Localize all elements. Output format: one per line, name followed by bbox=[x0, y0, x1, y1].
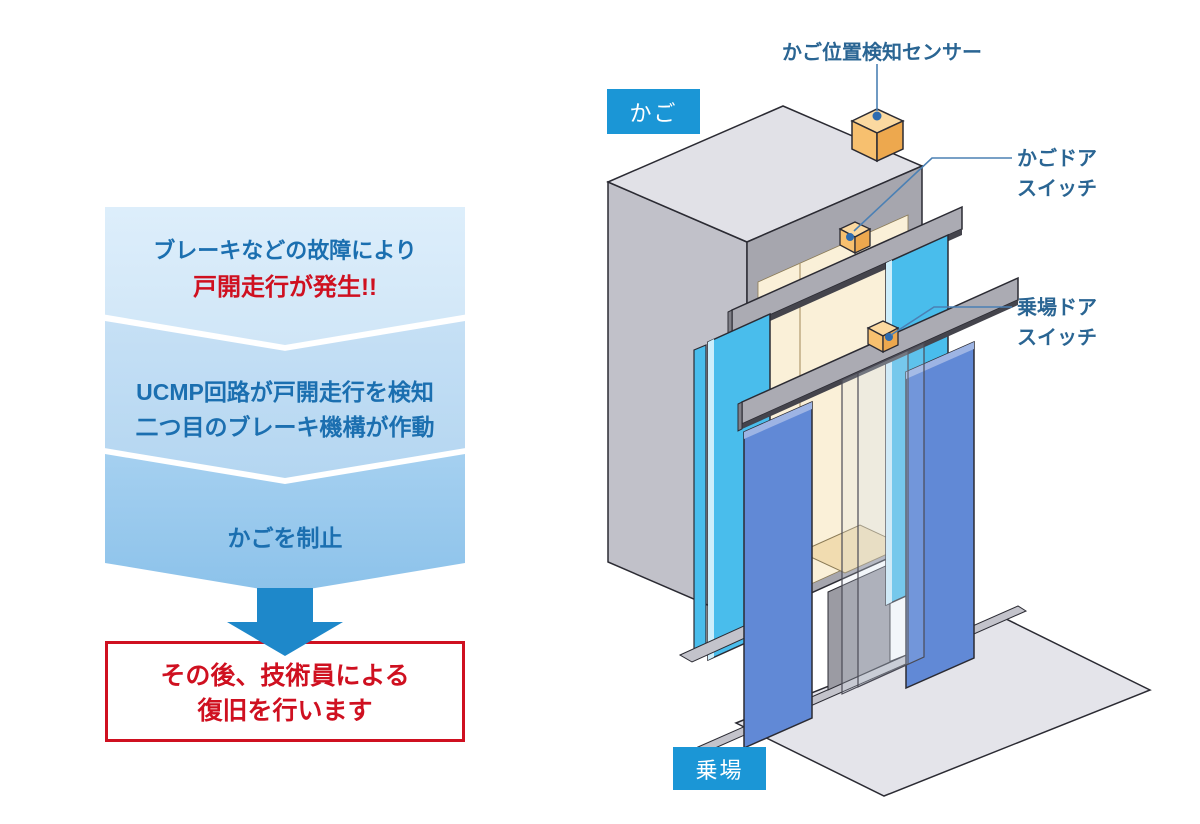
hall-door-switch-label-line2: スイッチ bbox=[1017, 327, 1097, 349]
car-position-sensor bbox=[850, 108, 905, 163]
flow-step-2-line1: UCMP回路が戸開走行を検知 bbox=[136, 379, 434, 405]
result-line1: その後、技術員による bbox=[160, 662, 410, 690]
leader-car-door-switch bbox=[853, 157, 1012, 232]
car-door-switch-dot bbox=[846, 233, 854, 241]
flow-step-3-line1: かごを制止 bbox=[227, 525, 343, 551]
hall-door-switch-label: 乗場ドア スイッチ bbox=[1017, 293, 1097, 353]
car-badge: かご bbox=[607, 89, 700, 134]
hall-doors bbox=[743, 340, 975, 750]
car-door-switch-label-line2: スイッチ bbox=[1017, 178, 1097, 200]
hall-door-right-bevel bbox=[906, 342, 974, 379]
leader-lines bbox=[853, 64, 1012, 336]
ghost-door-outlines bbox=[841, 342, 925, 695]
sensor-side bbox=[876, 119, 904, 163]
flow-step-1-line1: ブレーキなどの故障により bbox=[153, 238, 417, 263]
elevator-illustration bbox=[606, 64, 1152, 797]
flow-step-1-line2: 戸開走行が発生!! bbox=[193, 274, 377, 301]
hall-door-rail-shadow bbox=[742, 300, 1018, 429]
hall-door-switch bbox=[866, 320, 900, 354]
landing-badge: 乗場 bbox=[673, 747, 766, 790]
car-door-strip bbox=[693, 344, 707, 652]
flow-step-3: かごを制止 bbox=[105, 454, 465, 593]
result-box: その後、技術員による 復旧を行います bbox=[105, 641, 465, 742]
hall-door-switch-label-line1: 乗場ドア bbox=[1017, 297, 1097, 319]
car-apron bbox=[827, 563, 891, 691]
leader-hall-door-switch bbox=[890, 306, 1012, 336]
hall-door-rail-endcap bbox=[737, 401, 743, 432]
flow-step-1: ブレーキなどの故障により 戸開走行が発生!! bbox=[105, 207, 465, 345]
hall-door-left-bevel bbox=[744, 402, 812, 439]
car-door-switch bbox=[838, 221, 872, 255]
car-door-switch-label-line1: かごドア bbox=[1017, 148, 1097, 170]
position-sensor-label: かご位置検知センサー bbox=[782, 42, 982, 64]
hall-door-left bbox=[743, 400, 813, 750]
result-line2: 復旧を行います bbox=[197, 697, 373, 725]
hall-door-right bbox=[905, 340, 975, 690]
car-door-switch-side bbox=[854, 227, 871, 255]
car-door-switch-label: かごドア スイッチ bbox=[1017, 144, 1097, 204]
sensor-dot bbox=[872, 111, 882, 121]
flow-step-2-line2: 二つ目のブレーキ機構が作動 bbox=[135, 414, 435, 440]
car-door-left-edge bbox=[708, 339, 714, 660]
ghost-door-2 bbox=[857, 342, 925, 688]
